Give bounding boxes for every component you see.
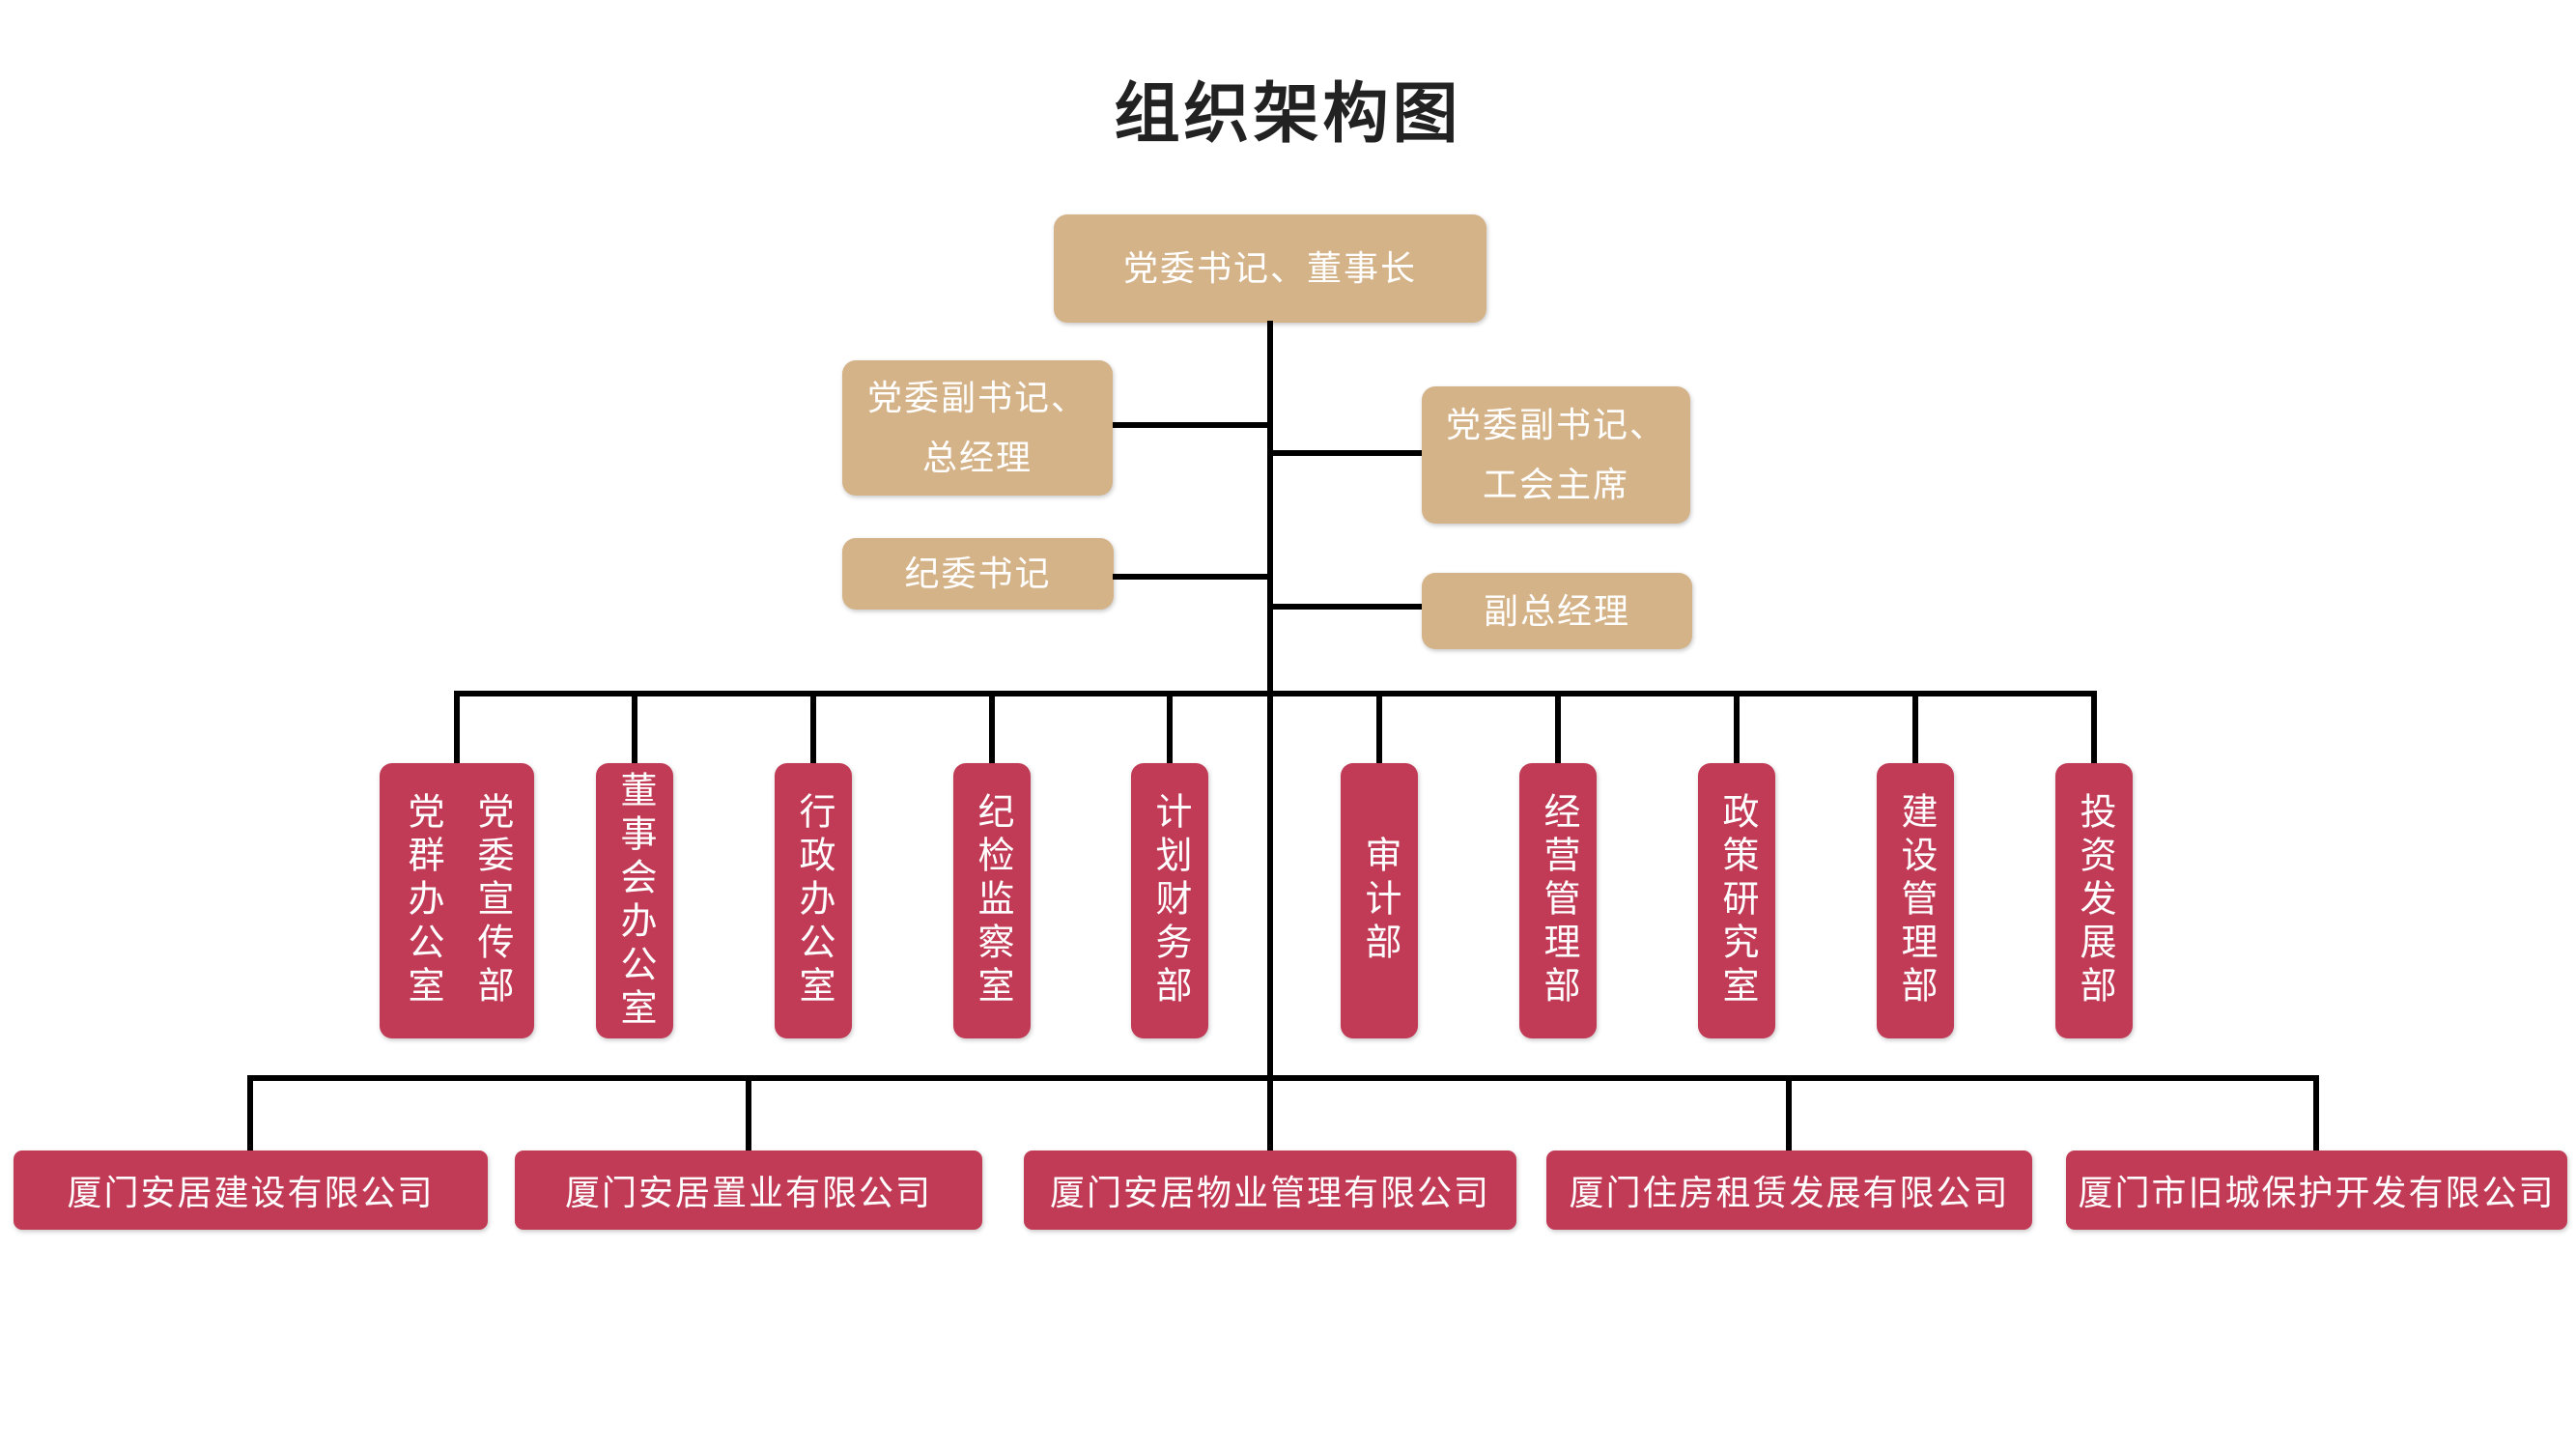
connector-dept-drop — [1376, 691, 1382, 764]
dept-label: 政策研究室 — [1716, 792, 1757, 1009]
connector-dept-drop — [632, 691, 637, 764]
node-deputy-secretary-union-chairman: 党委副书记、 工会主席 — [1422, 386, 1690, 524]
connector-subsidiary-drop — [247, 1075, 253, 1152]
dept-label-col1: 党群办公室 — [402, 792, 442, 1009]
node-label: 副总经理 — [1483, 590, 1630, 631]
subsidiary-label: 厦门安居物业管理有限公司 — [1049, 1173, 1490, 1212]
node-dept-planning-finance: 计划财务部 — [1131, 763, 1208, 1038]
dept-label-col2: 党委宣传部 — [471, 792, 512, 1009]
connector-discipline-branch — [1113, 574, 1273, 580]
node-label: 纪委书记 — [904, 554, 1052, 593]
connector-dept-drop — [810, 691, 816, 764]
node-subsidiary-anju-real-estate: 厦门安居置业有限公司 — [515, 1151, 982, 1230]
connector-subsidiary-drop — [1786, 1075, 1792, 1152]
node-subsidiary-old-city-protection-development: 厦门市旧城保护开发有限公司 — [2066, 1151, 2567, 1230]
node-dept-party-mass-office: 党群办公室 党委宣传部 — [380, 763, 534, 1038]
page-title: 组织架构图 — [1114, 77, 1462, 151]
node-dept-board-office: 董事会办公室 — [596, 763, 673, 1038]
dept-label: 行政办公室 — [793, 792, 834, 1009]
connector-subsidiary-drop — [2313, 1075, 2319, 1152]
connector-dept-drop — [1912, 691, 1918, 764]
node-label-line1: 党委副书记、 — [866, 378, 1088, 417]
subsidiary-label: 厦门住房租赁发展有限公司 — [1569, 1173, 2010, 1212]
connector-trunk — [1267, 321, 1273, 1151]
connector-dept-drop — [989, 691, 995, 764]
node-dept-policy-research: 政策研究室 — [1698, 763, 1775, 1038]
node-deputy-secretary-general-manager: 党委副书记、 总经理 — [842, 360, 1113, 496]
node-dept-construction-management: 建设管理部 — [1877, 763, 1954, 1038]
connector-deputy-gm-branch — [1267, 604, 1422, 610]
node-subsidiary-anju-property-management: 厦门安居物业管理有限公司 — [1024, 1151, 1516, 1230]
dept-label: 经营管理部 — [1538, 792, 1578, 1009]
dept-label: 审计部 — [1359, 836, 1400, 966]
dept-label: 纪检监察室 — [972, 792, 1012, 1009]
node-dept-operations-management: 经营管理部 — [1519, 763, 1597, 1038]
connector-dept-drop — [1734, 691, 1740, 764]
node-deputy-general-manager: 副总经理 — [1422, 573, 1692, 649]
subsidiary-label: 厦门市旧城保护开发有限公司 — [2078, 1173, 2556, 1212]
dept-label: 董事会办公室 — [614, 770, 655, 1032]
connector-subsidiary-drop — [746, 1075, 751, 1152]
node-subsidiary-housing-rental-development: 厦门住房租赁发展有限公司 — [1546, 1151, 2032, 1230]
connector-dept-drop — [2091, 691, 2097, 764]
subsidiary-label: 厦门安居建设有限公司 — [67, 1173, 435, 1212]
node-discipline-secretary: 纪委书记 — [842, 538, 1114, 610]
connector-dept-drop — [454, 691, 460, 764]
node-dept-investment-development: 投资发展部 — [2055, 763, 2133, 1038]
node-party-secretary-chairman: 党委书记、董事长 — [1054, 214, 1486, 323]
dept-label: 建设管理部 — [1895, 792, 1936, 1009]
subsidiary-label: 厦门安居置业有限公司 — [564, 1173, 932, 1212]
connector-departments-rail — [457, 691, 2094, 696]
connector-union-branch — [1267, 450, 1422, 456]
node-subsidiary-anju-construction: 厦门安居建设有限公司 — [14, 1151, 488, 1230]
connector-dept-drop — [1167, 691, 1173, 764]
node-label-line2: 总经理 — [921, 438, 1033, 477]
node-label: 党委书记、董事长 — [1122, 248, 1417, 288]
dept-label: 投资发展部 — [2074, 792, 2114, 1009]
node-label-line2: 工会主席 — [1482, 465, 1629, 504]
dept-label: 计划财务部 — [1149, 792, 1190, 1009]
node-dept-audit: 审计部 — [1341, 763, 1418, 1038]
node-dept-discipline-inspection-office: 纪检监察室 — [953, 763, 1031, 1038]
connector-subsidiaries-rail — [250, 1075, 2319, 1081]
node-label-line1: 党委副书记、 — [1445, 405, 1666, 444]
node-dept-administrative-office: 行政办公室 — [775, 763, 852, 1038]
connector-gm-branch — [1113, 422, 1273, 428]
connector-dept-drop — [1555, 691, 1561, 764]
